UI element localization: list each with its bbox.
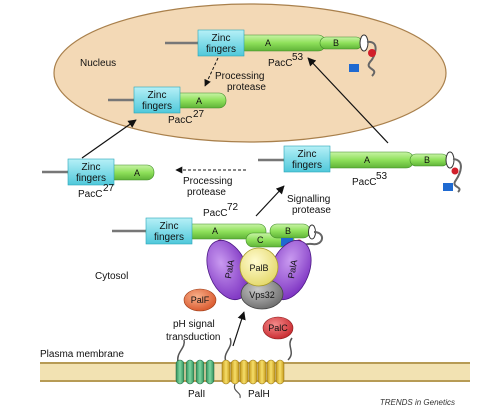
svg-text:PalA: PalA <box>286 259 299 279</box>
svg-text:fingers: fingers <box>206 44 236 55</box>
svg-text:protease: protease <box>227 82 266 93</box>
tag-square <box>281 238 293 246</box>
zinc-fingers-box <box>145 217 193 245</box>
svg-text:27: 27 <box>193 109 205 120</box>
svg-text:53: 53 <box>292 52 304 63</box>
zinc-fingers-box <box>67 158 115 186</box>
zinc-fingers-box <box>197 29 245 57</box>
svg-text:protease: protease <box>187 187 226 198</box>
svg-text:PacC: PacC <box>268 58 292 69</box>
cytosol-label: Cytosol <box>95 271 128 282</box>
palh-transmembrane: PalH <box>221 337 293 400</box>
svg-text:A: A <box>134 168 140 178</box>
phospho-dot <box>451 167 459 175</box>
svg-text:PalI: PalI <box>188 389 205 400</box>
tag-square <box>443 183 453 191</box>
pacc72-protein: Zinc fingers A C B PacC 72 <box>112 202 323 248</box>
pali-transmembrane: PalI <box>175 339 215 400</box>
svg-text:Zinc: Zinc <box>148 90 167 101</box>
svg-text:fingers: fingers <box>142 101 172 112</box>
svg-text:Processing: Processing <box>215 71 264 82</box>
processing-arrow-nucleus <box>204 57 219 87</box>
signalling-arrow <box>255 185 285 217</box>
svg-text:PacC: PacC <box>203 208 227 219</box>
svg-text:fingers: fingers <box>154 232 184 243</box>
svg-text:Processing: Processing <box>183 176 232 187</box>
palc-protein <box>262 316 294 340</box>
ph-signal-arrow <box>232 311 246 347</box>
credit-label: TRENDS in Genetics <box>380 398 455 407</box>
svg-text:B: B <box>333 38 339 48</box>
svg-text:Vps32: Vps32 <box>249 290 275 300</box>
svg-text:A: A <box>196 96 202 106</box>
pal-complex: PalA PalA Vps32 PalB <box>206 239 312 310</box>
phospho-dot <box>368 49 376 57</box>
svg-text:fingers: fingers <box>76 173 106 184</box>
svg-text:A: A <box>265 38 271 48</box>
svg-text:PalA: PalA <box>223 259 236 279</box>
svg-text:C: C <box>257 235 264 245</box>
svg-text:PacC: PacC <box>78 189 102 200</box>
svg-text:fingers: fingers <box>292 160 322 171</box>
svg-text:Zinc: Zinc <box>82 162 101 173</box>
pacc27-nuclear-protein: Zinc fingers A PacC 27 <box>108 86 227 126</box>
svg-text:PacC: PacC <box>352 177 376 188</box>
svg-text:B: B <box>424 155 430 165</box>
svg-text:PalB: PalB <box>249 263 268 273</box>
svg-text:PalC: PalC <box>268 323 288 333</box>
svg-text:Zinc: Zinc <box>298 149 317 160</box>
svg-text:PalF: PalF <box>191 295 210 305</box>
svg-text:53: 53 <box>376 171 388 182</box>
svg-text:protease: protease <box>292 205 331 216</box>
import-arrow-pacc53 <box>307 57 389 144</box>
svg-text:B: B <box>285 226 291 236</box>
svg-text:pH signal: pH signal <box>173 319 215 330</box>
plasma-membrane-label: Plasma membrane <box>40 349 124 360</box>
svg-text:72: 72 <box>227 202 239 213</box>
svg-text:A: A <box>212 226 218 236</box>
svg-text:PalH: PalH <box>248 389 270 400</box>
import-arrow-pacc27 <box>81 119 137 159</box>
svg-text:Signalling: Signalling <box>287 194 330 205</box>
zinc-fingers-box <box>133 86 181 114</box>
zinc-fingers-box <box>283 145 331 173</box>
svg-text:PacC: PacC <box>168 115 192 126</box>
pacc27-cytosolic-protein: Zinc fingers A PacC 27 <box>42 158 155 200</box>
tag-square <box>349 64 359 72</box>
svg-text:A: A <box>364 155 370 165</box>
palb-subunit <box>239 247 279 287</box>
nucleus-label: Nucleus <box>80 58 116 69</box>
pacc53-cytosolic-protein: Zinc fingers A B PacC 53 <box>258 145 462 193</box>
svg-text:transduction: transduction <box>166 332 220 343</box>
svg-text:27: 27 <box>103 183 115 194</box>
svg-text:Zinc: Zinc <box>160 221 179 232</box>
palf-protein <box>183 288 217 312</box>
svg-text:Zinc: Zinc <box>212 33 231 44</box>
pacc53-nuclear-protein: Zinc fingers A B PacC 53 <box>165 29 377 77</box>
